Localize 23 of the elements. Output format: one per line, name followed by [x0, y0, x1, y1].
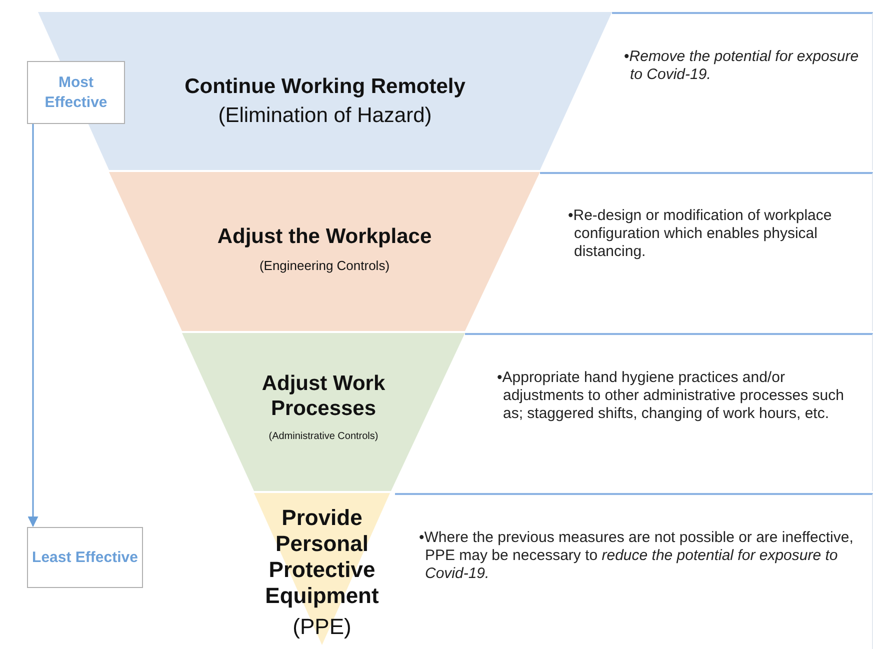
band-subtitle: (Elimination of Hazard) — [218, 103, 432, 129]
scale-label-box — [27, 527, 143, 588]
bullet-text: •Appropriate hand hygiene practices and/or adjustments to other administrative processes such as; staggered shifts, changing of work hours, etc. — [497, 369, 845, 423]
band-heading: Provide Personal Protective Equipment — [264, 505, 380, 609]
scale-label: Least Effective — [32, 548, 138, 568]
bullet-text: •Where the previous measures are not possible or are ineffective, PPE may be necessary to reduce the potential for exposure to Covid-19. — [419, 529, 854, 583]
scale-label: Most Effective — [44, 72, 108, 112]
funnel-band — [182, 333, 465, 491]
bullet-text: •Remove the potential for exposure to Covid-19. — [624, 48, 860, 84]
funnel-band — [38, 12, 612, 170]
description-panel — [395, 493, 873, 649]
band-heading: Adjust Work Processes — [260, 371, 386, 421]
band-subtitle: (PPE) — [292, 613, 352, 640]
funnel-band — [109, 172, 540, 331]
band-heading: Continue Working Remotely — [184, 74, 466, 99]
band-subtitle: (Administrative Controls) — [268, 430, 378, 444]
description-panel — [465, 333, 873, 491]
description-panel — [540, 172, 873, 331]
scale-label-box — [27, 61, 125, 124]
bullet-text: •Re-design or modification of workplace configuration which enables physical distancing. — [568, 207, 833, 261]
description-panel — [612, 12, 873, 170]
band-subtitle: (Engineering Controls) — [259, 257, 390, 275]
band-heading: Adjust the Workplace — [217, 224, 432, 249]
